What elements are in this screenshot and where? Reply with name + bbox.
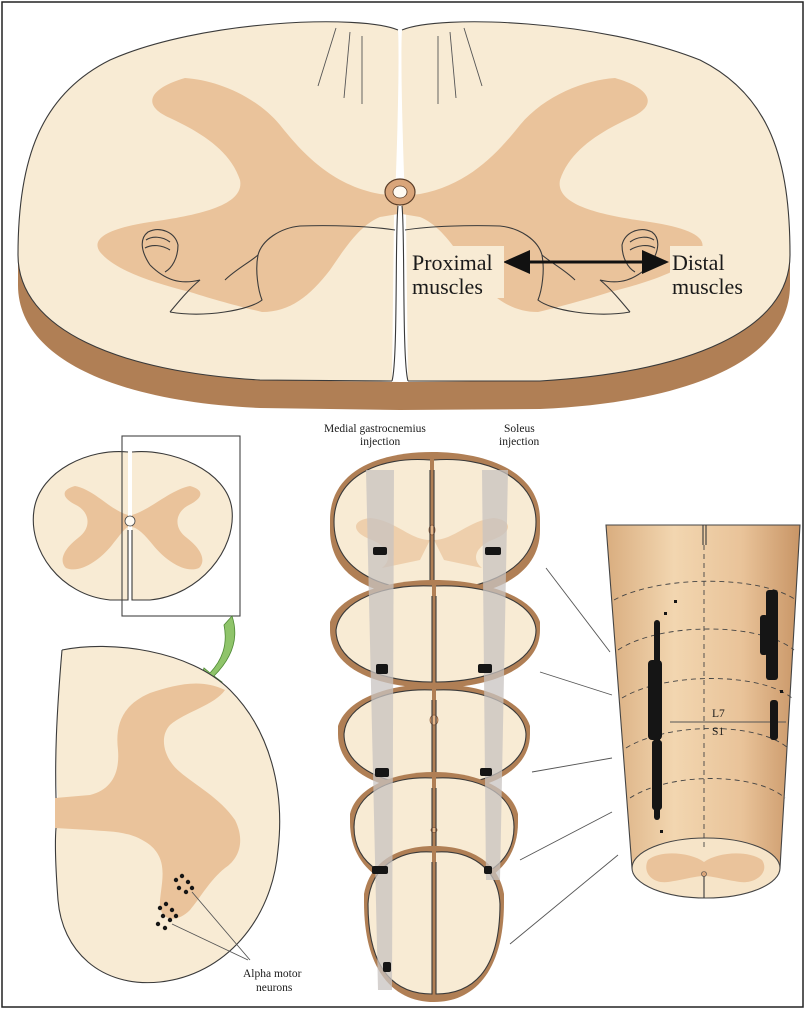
segment-label-upper: L7 bbox=[712, 708, 725, 720]
medial-injection-label-line2: injection bbox=[360, 436, 400, 448]
soleus-injection-label-line1: Soleus bbox=[504, 423, 535, 435]
large-cord-cross-section bbox=[18, 22, 790, 410]
alpha-motor-label-line1: Alpha motor bbox=[243, 968, 302, 980]
proximal-label-line2: muscles bbox=[412, 274, 483, 299]
distal-label-line1: Distal bbox=[672, 250, 725, 275]
cord-cylinder bbox=[606, 525, 800, 898]
soleus-injection-label-line2: injection bbox=[499, 436, 539, 448]
medial-injection-label-line1: Medial gastrocnemius bbox=[324, 423, 426, 435]
cord-slice-1 bbox=[330, 452, 540, 598]
distal-label-line2: muscles bbox=[672, 274, 743, 299]
proximal-label-line1: Proximal bbox=[412, 250, 493, 275]
segment-label-lower: S1 bbox=[712, 726, 724, 738]
stacked-cord-sections bbox=[330, 452, 540, 1002]
alpha-motor-label-line2: neurons bbox=[256, 982, 293, 994]
small-cord-cross-section bbox=[33, 436, 240, 616]
enlarged-half-section bbox=[55, 646, 280, 982]
cord-slice-2 bbox=[330, 580, 540, 688]
